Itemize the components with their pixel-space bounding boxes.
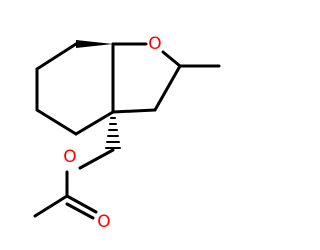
hashed-wedge-bond-c5-ch2 — [105, 117, 121, 149]
bond-c7-c5 — [111, 108, 157, 114]
ester-oxygen-label: O — [63, 147, 76, 167]
bond-c9-acetyl-methyl — [33, 194, 69, 218]
bond-c6-c7 — [153, 64, 182, 112]
wedge-bond-c1 — [76, 40, 113, 48]
bond-c9-o3-b — [65, 202, 95, 220]
bond-c9-o3-a — [65, 194, 98, 214]
bond-o1-c6 — [161, 50, 182, 68]
molecule-structure: O O O — [33, 34, 221, 232]
bond-c4-c5 — [74, 110, 115, 136]
bond-ch2-o2 — [78, 148, 115, 170]
bond-c1-c2 — [35, 42, 78, 71]
bond-c3-c4 — [35, 108, 78, 136]
carbonyl-oxygen-label: O — [97, 212, 110, 232]
ring-oxygen-label: O — [148, 34, 161, 54]
